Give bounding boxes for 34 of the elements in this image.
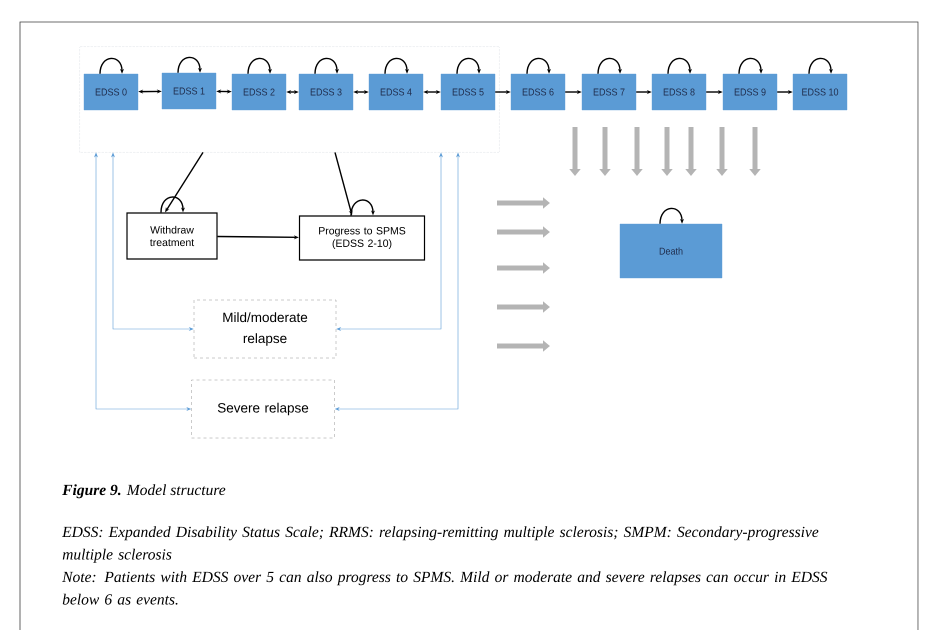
state-box: Progress to SPMS (EDSS 2-10) xyxy=(298,215,426,261)
caption-note: EDSS: Expanded Disability Status Scale; RRMS: relapsing-remitting multiple sclerosis; SMPM: Secondary-progressive multiple sclerosis xyxy=(62,526,818,563)
group-frame xyxy=(80,46,500,152)
self-loop-arrow xyxy=(808,58,834,74)
state-box: EDSS 8 xyxy=(652,74,706,110)
self-loop-arrow xyxy=(659,208,684,224)
state-box: EDSS 7 xyxy=(582,74,636,110)
self-loop-arrow xyxy=(160,196,186,212)
event-box: Mild/moderate relapse xyxy=(194,300,336,358)
caption-note: Note: Patients with EDSS over 5 can also progress to SPMS. Mild or moderate and severe relapses can occur in EDSS below 6 as events. xyxy=(62,571,828,605)
self-loop-arrow xyxy=(247,58,272,74)
self-loop-arrow xyxy=(314,58,340,74)
state-box: EDSS 9 xyxy=(722,74,778,110)
self-loop-arrow xyxy=(597,58,622,74)
self-loop-arrow xyxy=(177,56,202,73)
state-box: Death xyxy=(620,224,722,278)
self-loop-arrow xyxy=(667,58,692,74)
state-box: EDSS 1 xyxy=(162,72,216,110)
state-box: EDSS 3 xyxy=(298,74,354,110)
self-loop-arrow xyxy=(456,58,482,74)
state-box: EDSS 6 xyxy=(510,74,566,110)
self-loop-arrow xyxy=(384,58,410,74)
figure-caption: Figure 9. Model structure xyxy=(62,484,226,498)
self-loop-arrow xyxy=(738,58,764,74)
state-box: Withdraw treatment xyxy=(126,212,218,260)
state-box: EDSS 4 xyxy=(368,74,424,110)
state-box: EDSS 5 xyxy=(440,74,496,110)
state-box: EDSS 0 xyxy=(84,74,138,110)
self-loop-arrow xyxy=(99,58,124,74)
self-loop-arrow xyxy=(350,199,376,216)
state-box: EDSS 10 xyxy=(792,74,848,110)
self-loop-arrow xyxy=(526,58,552,74)
event-box: Severe relapse xyxy=(191,380,335,438)
state-box: EDSS 2 xyxy=(232,74,286,110)
